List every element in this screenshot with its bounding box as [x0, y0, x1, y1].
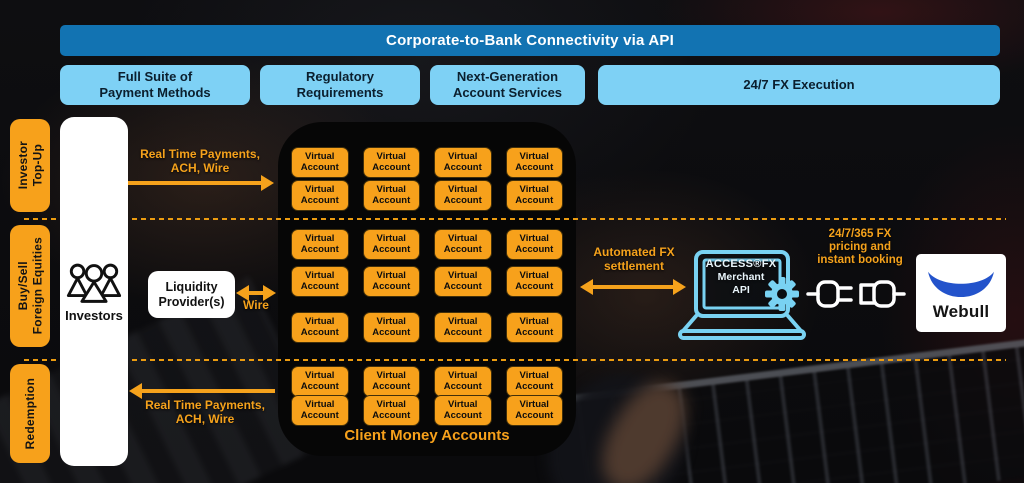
arrow-wire-bidirectional — [236, 285, 276, 301]
gear-icon — [765, 277, 799, 311]
rail-buy-sell-foreign-equities: Buy/Sell Foreign Equities — [10, 225, 50, 347]
virtual-account-box: Virtual Account — [362, 229, 420, 260]
virtual-account-box: Virtual Account — [505, 395, 563, 426]
pillar-account-services: Next-Generation Account Services — [430, 65, 585, 105]
virtual-account-box: Virtual Account — [434, 229, 492, 260]
section-divider-dashed — [24, 218, 1006, 220]
rail-label: Buy/Sell Foreign Equities — [15, 237, 44, 335]
arrow-fx-settlement-bidirectional — [580, 279, 686, 295]
virtual-account-box: Virtual Account — [434, 180, 492, 211]
merchant-api-laptop-icon — [678, 250, 806, 340]
investors-label: Investors — [65, 308, 123, 323]
rail-label: Redemption — [22, 377, 37, 450]
merchant-api-screen-text: ACCESS®FX Merchant API — [698, 258, 784, 296]
banner-corporate-to-bank: Corporate-to-Bank Connectivity via API — [60, 25, 1000, 56]
virtual-account-box: Virtual Account — [434, 147, 492, 178]
section-divider-dashed — [24, 359, 1006, 361]
virtual-account-box: Virtual Account — [291, 147, 349, 178]
merchant-api-suffix: API — [732, 283, 750, 296]
virtual-account-box: Virtual Account — [362, 366, 420, 397]
rail-investor-top-up: Investor Top-Up — [10, 119, 50, 212]
buy-sell-foreign-equities-row: Virtual Account Virtual Account Virtual Ac… — [291, 312, 563, 343]
pillar-fx-execution: 24/7 FX Execution — [598, 65, 1000, 105]
webull-logo-icon — [928, 271, 994, 298]
rail-redemption: Redemption — [10, 364, 50, 463]
virtual-account-box: Virtual Account — [291, 266, 349, 297]
investor-top-up-row: Virtual Account Virtual Account Virtual Ac… — [291, 147, 563, 178]
virtual-account-box: Virtual Account — [434, 395, 492, 426]
merchant-api-product: Merchant — [717, 271, 765, 284]
flow-label-fx-settlement: Automated FX settlement — [593, 245, 675, 273]
virtual-account-box: Virtual Account — [362, 266, 420, 297]
buy-sell-foreign-equities-row: Virtual Account Virtual Account Virtual Ac… — [291, 266, 563, 297]
virtual-account-box: Virtual Account — [291, 180, 349, 211]
rail-label: Investor Top-Up — [15, 141, 44, 190]
investors-people-icon — [66, 263, 122, 303]
banner-title: Corporate-to-Bank Connectivity via API — [386, 32, 674, 49]
redemption-row: Virtual Account Virtual Account Virtual Ac… — [291, 395, 563, 426]
merchant-api-brand: ACCESS®FX — [705, 258, 777, 270]
virtual-account-box: Virtual Account — [291, 366, 349, 397]
flow-label-fx-pricing: 24/7/365 FX pricing and instant booking — [817, 228, 903, 267]
client-money-title: Client Money Accounts — [344, 427, 510, 444]
virtual-account-box: Virtual Account — [505, 147, 563, 178]
plug-connection-icon — [806, 280, 906, 308]
virtual-account-box: Virtual Account — [362, 147, 420, 178]
virtual-account-box: Virtual Account — [291, 312, 349, 343]
redemption-row: Virtual Account Virtual Account Virtual Ac… — [291, 366, 563, 397]
investor-top-up-row: Virtual Account Virtual Account Virtual Ac… — [291, 180, 563, 211]
flow-label-top-in: Real Time Payments, ACH, Wire — [140, 147, 260, 175]
virtual-account-box: Virtual Account — [505, 229, 563, 260]
virtual-account-box: Virtual Account — [505, 366, 563, 397]
virtual-account-box: Virtual Account — [434, 366, 492, 397]
virtual-account-box: Virtual Account — [505, 180, 563, 211]
virtual-account-box: Virtual Account — [362, 180, 420, 211]
arrow-investors-to-accounts — [128, 175, 274, 191]
virtual-account-box: Virtual Account — [291, 395, 349, 426]
liquidity-provider-box: Liquidity Provider(s) — [148, 271, 235, 318]
virtual-account-box: Virtual Account — [291, 229, 349, 260]
investors-box: Investors — [60, 117, 128, 466]
webull-label: Webull — [932, 302, 990, 321]
virtual-account-box: Virtual Account — [434, 312, 492, 343]
webull-card: Webull — [916, 254, 1006, 332]
virtual-account-box: Virtual Account — [434, 266, 492, 297]
virtual-account-box: Virtual Account — [362, 312, 420, 343]
pillar-regulatory-requirements: Regulatory Requirements — [260, 65, 420, 105]
virtual-account-box: Virtual Account — [362, 395, 420, 426]
arrow-accounts-to-investors — [129, 383, 275, 399]
pillar-payment-methods: Full Suite of Payment Methods — [60, 65, 250, 105]
virtual-account-box: Virtual Account — [505, 312, 563, 343]
flow-label-wire: Wire — [243, 298, 269, 312]
virtual-account-box: Virtual Account — [505, 266, 563, 297]
flow-label-bottom-out: Real Time Payments, ACH, Wire — [145, 398, 265, 426]
buy-sell-foreign-equities-row: Virtual Account Virtual Account Virtual Ac… — [291, 229, 563, 260]
